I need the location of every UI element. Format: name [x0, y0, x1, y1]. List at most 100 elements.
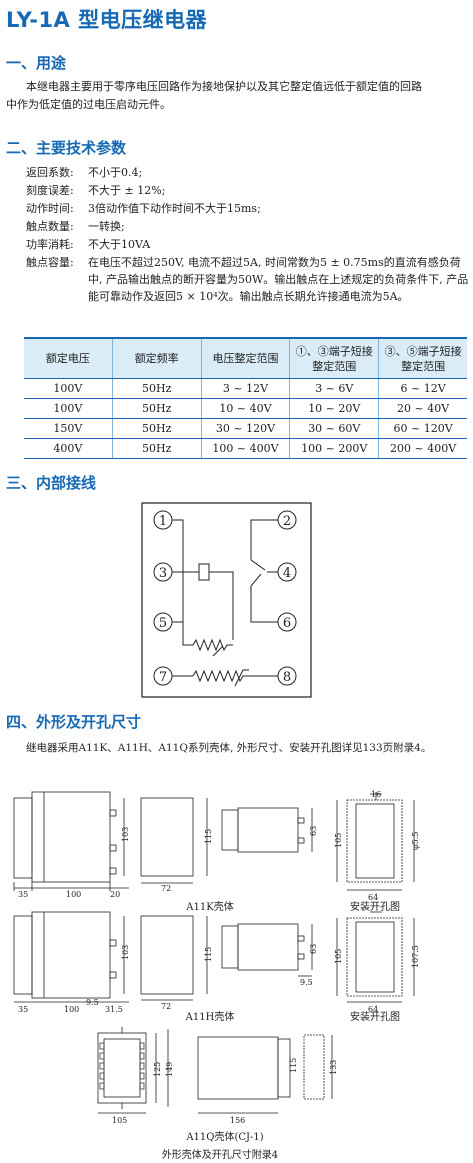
slider-upper	[212, 645, 224, 657]
a11h-drawings: 35 100 9.5 31.5 103 72 115 9.5 63 16 105…	[13, 910, 420, 1014]
dim-label: 35	[18, 890, 28, 899]
terminal-label: 8	[283, 670, 291, 685]
spec-row: 触点数量: 一转换;	[26, 218, 125, 235]
section-heading-specs: 二、主要技术参数	[6, 139, 127, 157]
dim-label: 9.5	[300, 978, 313, 987]
a11k-side-view	[13, 791, 129, 891]
caption-a11h: A11H壳体	[185, 1012, 235, 1023]
caption-a11q: A11Q壳体(CJ-1)	[186, 1132, 264, 1143]
spec-label: 功率消耗:	[26, 238, 74, 251]
spec-row: 动作时间: 3倍动作值下动作时间不大于15ms;	[26, 200, 261, 217]
table-header-row: 额定电压 额定频率 电压整定范围 ①、③端子短接整定范围 ③、⑤端子短接整定范围	[24, 337, 467, 379]
spec-value: 不大于 ± 12%;	[88, 184, 166, 197]
spec-value: 一转换;	[88, 220, 125, 233]
a11q-drawings: 125 149 105 156 115 133	[97, 1027, 338, 1125]
page-title: LY-1A 型电压继电器	[6, 8, 208, 32]
dim-label: 105	[334, 949, 343, 964]
section-heading-dimensions: 四、外形及开孔尺寸	[6, 713, 142, 731]
spec-row: 返回系数: 不小于0.4;	[26, 164, 142, 181]
dim-label: 105	[334, 833, 343, 848]
spec-value: 不大于10VA	[88, 238, 151, 251]
spec-label: 触点容量:	[26, 256, 74, 269]
table-row: 100V 50Hz 10 ~ 40V 10 ~ 20V 20 ~ 40V	[24, 398, 467, 419]
dim-label: 125	[153, 1062, 162, 1077]
terminal-label: 4	[283, 566, 291, 581]
table-cell: 200 ~ 400V	[378, 438, 467, 459]
dim-label: 20	[110, 890, 120, 899]
a11k-front-view	[140, 797, 208, 884]
terminal-label: 7	[159, 670, 167, 685]
table-cell: 30 ~ 120V	[200, 418, 290, 439]
dim-label: 9.5	[86, 998, 99, 1007]
caption-mount-1: 安装开孔图	[350, 902, 400, 913]
table-cell: 100V	[24, 378, 113, 399]
table-cell: 50Hz	[111, 378, 202, 399]
specs-table: 额定电压 额定频率 电压整定范围 ①、③端子短接整定范围 ③、⑤端子短接整定范围…	[24, 337, 467, 459]
table-cell: 100 ~ 200V	[289, 438, 379, 459]
caption-appendix: 外形壳体及开孔尺寸附录4	[161, 1150, 279, 1161]
table-cell: 50Hz	[111, 418, 202, 439]
usage-text-line2: 中作为低定值的过电压启动元件。	[6, 98, 171, 111]
table-cell: 60 ~ 120V	[378, 418, 467, 439]
table-row: 400V 50Hz 100 ~ 400V 100 ~ 200V 200 ~ 40…	[24, 438, 467, 459]
dim-label: 103	[121, 945, 130, 960]
a11h-top-view	[221, 923, 313, 977]
spec-value: 在电压不超过250V, 电流不超过5A, 时间常数为5 ± 0.75ms的直流有…	[88, 256, 469, 303]
spec-value: 不小于0.4;	[88, 166, 143, 179]
a11h-mounting-view	[336, 911, 415, 1003]
table-cell: 100 ~ 400V	[200, 438, 290, 459]
table-header-cell: ③、⑤端子短接整定范围	[378, 337, 467, 379]
dim-label: 16	[371, 910, 381, 912]
table-cell: 10 ~ 20V	[289, 398, 379, 419]
dimensions-text: 继电器采用A11K、A11H、A11Q系列壳体, 外形尺寸、安装开孔图详见133…	[26, 742, 432, 754]
table-cell: 50Hz	[111, 438, 202, 459]
a11q-terminal-blocks	[99, 1042, 145, 1090]
dim-label: 63	[309, 826, 318, 836]
dim-label: φ5.5	[411, 832, 420, 850]
dim-label: 100	[66, 890, 81, 899]
spec-row-contact: 触点容量: 在电压不超过250V, 电流不超过5A, 时间常数为5 ± 0.75…	[26, 254, 469, 305]
table-cell: 6 ~ 12V	[378, 378, 467, 399]
slider-lower	[234, 669, 249, 687]
spec-label: 刻度误差:	[26, 184, 74, 197]
terminal-label: 5	[159, 616, 167, 631]
spec-row: 功率消耗: 不大于10VA	[26, 236, 150, 253]
dim-label: 72	[161, 884, 171, 893]
spec-label: 返回系数:	[26, 166, 74, 179]
table-cell: 50Hz	[111, 398, 202, 419]
section-heading-usage: 一、用途	[6, 54, 67, 72]
spec-label: 触点数量:	[26, 220, 74, 233]
wiring-lines	[172, 519, 278, 687]
dim-label: 105	[112, 1116, 127, 1125]
dim-label: 156	[230, 1116, 245, 1125]
table-header-cell: 额定频率	[111, 337, 202, 379]
dim-label: 107.5	[411, 945, 420, 968]
dim-label: 100	[64, 1005, 79, 1014]
dim-label: 115	[289, 1058, 298, 1073]
table-cell: 3 ~ 6V	[289, 378, 379, 399]
table-cell: 150V	[24, 418, 113, 439]
table-cell: 30 ~ 60V	[289, 418, 379, 439]
caption-a11k: A11K壳体	[186, 902, 234, 913]
dim-label: 64	[368, 893, 378, 902]
dim-label: 72	[161, 1002, 171, 1011]
relay-coil	[198, 563, 210, 581]
a11k-mounting-view	[336, 792, 415, 891]
table-cell: 100V	[24, 398, 113, 419]
a11q-cutout-view	[303, 1034, 333, 1100]
table-row: 150V 50Hz 30 ~ 120V 30 ~ 60V 60 ~ 120V	[24, 418, 467, 439]
dim-label: 115	[204, 947, 213, 962]
table-cell: 10 ~ 40V	[200, 398, 290, 419]
caption-mount-2: 安装开孔图	[350, 1012, 400, 1023]
spec-value: 3倍动作值下动作时间不大于15ms;	[88, 202, 261, 215]
table-row: 100V 50Hz 3 ~ 12V 3 ~ 6V 6 ~ 12V	[24, 378, 467, 399]
a11k-drawings: 35 100 20 103 72 115 63 16 105 φ5.5 64	[13, 790, 420, 902]
dim-label: 103	[121, 827, 130, 842]
terminal-label: 2	[283, 514, 291, 529]
table-cell: 400V	[24, 438, 113, 459]
spec-label: 动作时间:	[26, 202, 74, 215]
a11q-dimension-lines	[98, 1029, 169, 1114]
resistor-upper	[192, 638, 233, 652]
table-cell: 20 ~ 40V	[378, 398, 467, 419]
table-header-cell: 额定电压	[24, 337, 113, 379]
